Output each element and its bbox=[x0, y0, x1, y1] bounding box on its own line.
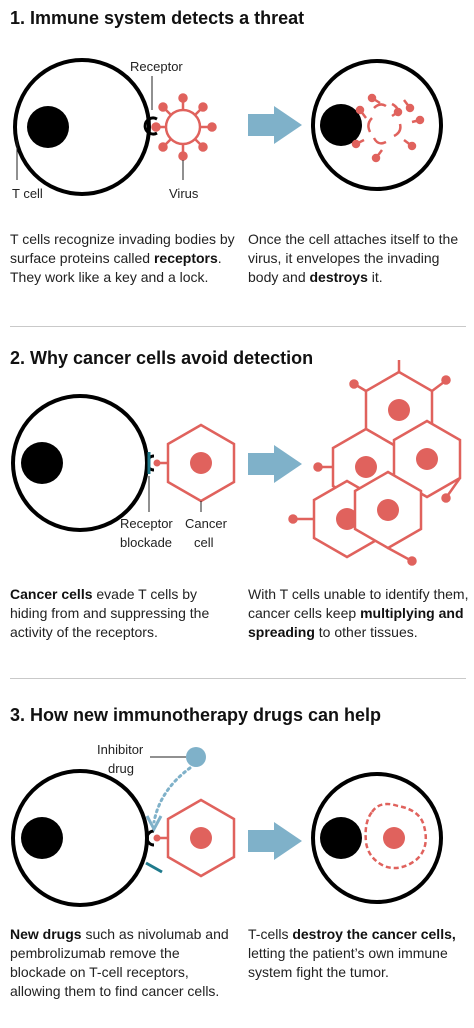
cancer-cell-label: cell bbox=[194, 535, 214, 550]
section-divider bbox=[10, 326, 466, 327]
t-cell-engulfing bbox=[311, 772, 443, 904]
inhibitor-drug bbox=[186, 747, 206, 767]
virus bbox=[151, 93, 217, 161]
cancer-cell-label: Cancer bbox=[185, 516, 228, 531]
section-divider bbox=[10, 678, 466, 679]
receptor bbox=[145, 829, 155, 847]
removed-blockade bbox=[145, 861, 163, 874]
destroyed-cancer-cell bbox=[364, 802, 427, 870]
section-1-left-text: T cells recognize invading bodies by sur… bbox=[10, 231, 235, 285]
inhibitor-drug-label: drug bbox=[108, 761, 134, 776]
receptor-blockade-label: Receptor bbox=[120, 516, 173, 531]
drug-path bbox=[152, 766, 192, 824]
section-3-left-text: New drugs such as nivolumab and pembroli… bbox=[10, 926, 229, 999]
t-cell bbox=[11, 394, 149, 532]
section-2-title: 2. Why cancer cells avoid detection bbox=[10, 348, 314, 368]
destroyed-virus-fragments bbox=[351, 93, 425, 163]
arrow-icon bbox=[248, 445, 302, 483]
inhibitor-drug-label: Inhibitor bbox=[97, 742, 144, 757]
receptor-blockade-label: blockade bbox=[120, 535, 172, 550]
arrow-icon bbox=[248, 106, 302, 144]
t-cell bbox=[13, 58, 151, 196]
section-2-right-text: With T cells unable to identify them, ca… bbox=[248, 586, 469, 640]
t-cell bbox=[11, 769, 149, 907]
cancer-cell bbox=[153, 798, 236, 878]
receptor-label: Receptor bbox=[130, 59, 183, 74]
virus-label: Virus bbox=[169, 186, 199, 201]
section-3-title: 3. How new immunotherapy drugs can help bbox=[10, 705, 382, 725]
cancer-cell-cluster bbox=[288, 360, 462, 566]
t-cell-label: T cell bbox=[12, 186, 43, 201]
arrow-icon bbox=[248, 822, 302, 860]
drug-path-arrowhead bbox=[145, 815, 163, 833]
section-1-title: 1. Immune system detects a threat bbox=[10, 8, 305, 28]
cancer-cell bbox=[153, 423, 236, 503]
section-1-right-text: Once the cell attaches itself to the vir… bbox=[248, 231, 459, 285]
receptor bbox=[145, 454, 155, 472]
section-3-right-text: T-cells destroy the cancer cells, lettin… bbox=[248, 926, 456, 980]
section-2-left-text: Cancer cells evade T cells by hiding fro… bbox=[10, 586, 210, 640]
t-cell-engulfing bbox=[311, 59, 443, 191]
receptor bbox=[143, 116, 158, 136]
